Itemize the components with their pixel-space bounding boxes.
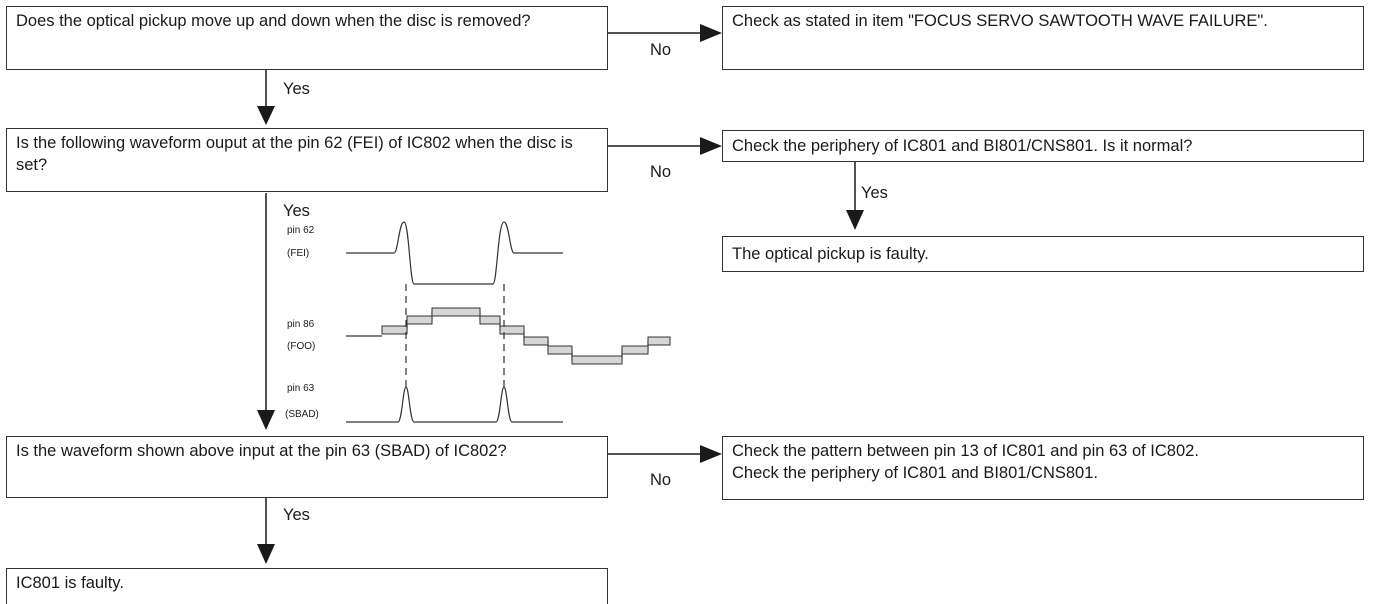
action-2-text: Check the periphery of IC801 and BI801/C… bbox=[732, 137, 1193, 155]
action-1-text: Check as stated in item "FOCUS SERVO SAW… bbox=[732, 12, 1268, 30]
question-3-text: Is the waveform shown above input at the… bbox=[16, 442, 507, 460]
question-box-1: Does the optical pickup move up and down… bbox=[6, 6, 608, 70]
foo-pin-label: pin 86 bbox=[287, 319, 315, 330]
label-no-q3: No bbox=[650, 471, 672, 489]
foo-waveform bbox=[346, 311, 670, 361]
label-no-q1: No bbox=[650, 41, 672, 59]
arrowhead-q3-no bbox=[700, 445, 722, 463]
waveform-diagram bbox=[346, 221, 670, 423]
action-box-3: Check the pattern between pin 13 of IC80… bbox=[722, 436, 1364, 500]
result-box-ic801-faulty: IC801 is faulty. bbox=[6, 568, 608, 604]
foo-step-blocks bbox=[381, 307, 671, 365]
sbad-name-label: (SBAD) bbox=[285, 409, 319, 420]
label-yes-q3: Yes bbox=[283, 506, 310, 524]
timing-dashes bbox=[405, 284, 505, 390]
result-box-pickup-faulty: The optical pickup is faulty. bbox=[722, 236, 1364, 272]
arrowhead-q2-yes bbox=[257, 410, 275, 430]
action-box-2: Check the periphery of IC801 and BI801/C… bbox=[722, 130, 1364, 162]
label-yes-q2: Yes bbox=[283, 202, 310, 220]
fei-waveform bbox=[346, 221, 563, 285]
question-1-text: Does the optical pickup move up and down… bbox=[16, 12, 531, 30]
label-yes-r2: Yes bbox=[861, 184, 888, 202]
result-pickup-text: The optical pickup is faulty. bbox=[732, 245, 929, 263]
result-ic801-text: IC801 is faulty. bbox=[16, 574, 124, 592]
foo-name-label: (FOO) bbox=[287, 341, 316, 352]
fei-pin-label: pin 62 bbox=[287, 225, 315, 236]
question-2-text: Is the following waveform ouput at the p… bbox=[16, 134, 573, 174]
label-yes-q1: Yes bbox=[283, 80, 310, 98]
action-box-1: Check as stated in item "FOCUS SERVO SAW… bbox=[722, 6, 1364, 70]
arrowhead-q2-no bbox=[700, 137, 722, 155]
question-box-3: Is the waveform shown above input at the… bbox=[6, 436, 608, 498]
sbad-pin-label: pin 63 bbox=[287, 383, 315, 394]
question-box-2: Is the following waveform ouput at the p… bbox=[6, 128, 608, 192]
arrowhead-q1-yes bbox=[257, 106, 275, 125]
action-3-line1: Check the pattern between pin 13 of IC80… bbox=[732, 442, 1199, 460]
arrowhead-r2-yes bbox=[846, 210, 864, 230]
label-no-q2: No bbox=[650, 163, 672, 181]
arrowhead-q3-yes bbox=[257, 544, 275, 564]
sbad-waveform bbox=[346, 386, 563, 423]
action-3-line2: Check the periphery of IC801 and BI801/C… bbox=[732, 464, 1098, 482]
arrowhead-q1-no bbox=[700, 24, 722, 42]
fei-name-label: (FEI) bbox=[287, 248, 310, 259]
